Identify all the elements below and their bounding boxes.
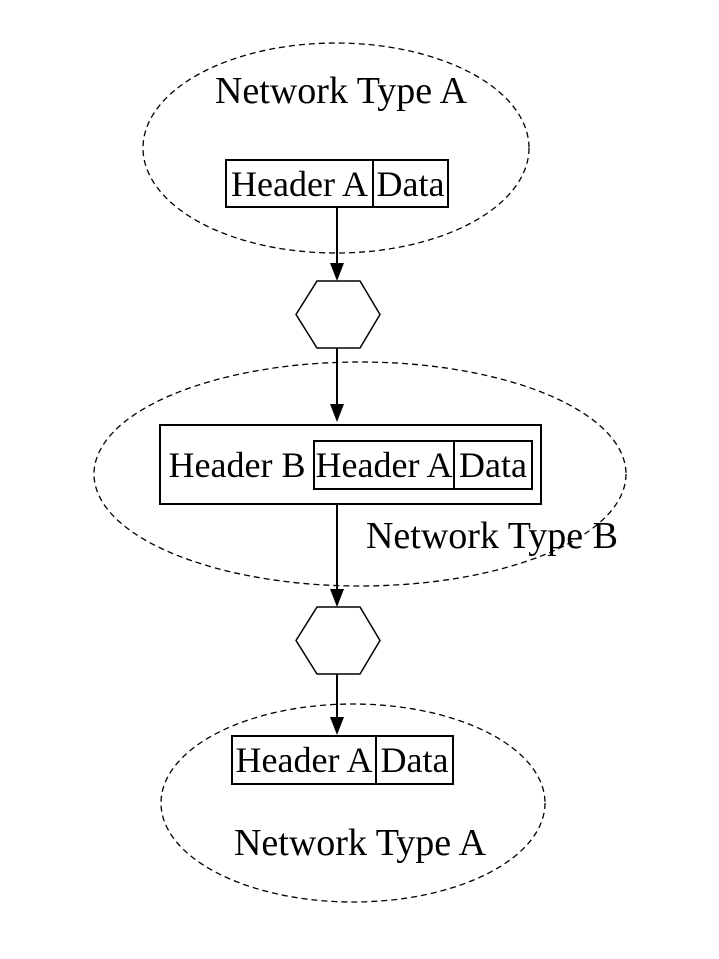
packet-cell-header-a: Header A: [315, 442, 455, 488]
packet-cell-data: Data: [376, 163, 445, 204]
arrow-2-head-icon: [330, 404, 344, 422]
arrow-4-head-icon: [330, 717, 344, 735]
packet-box-top: Header A Data: [225, 159, 449, 208]
packet-box-bottom: Header A Data: [231, 735, 454, 785]
arrow-1-head-icon: [330, 263, 344, 281]
packet-cell-data: Data: [459, 445, 527, 485]
arrow-3-head-icon: [330, 589, 344, 607]
packet-cell-header-b: Header B: [168, 444, 306, 485]
packet-box-middle-outer: Header B Header A Data: [159, 424, 542, 505]
network-a-top-ellipse: [142, 42, 530, 254]
network-label-bottom: Network Type A: [233, 822, 487, 864]
network-a-bottom-ellipse: [160, 703, 546, 903]
router-hexagon-icon: [295, 606, 381, 675]
network-label-middle: Network Type B: [365, 515, 619, 557]
network-label-top: Network Type A: [214, 70, 468, 112]
packet-box-middle-inner: Header A Data: [313, 440, 533, 490]
network-b-ellipse: [93, 361, 627, 587]
packet-cell-header-a: Header A: [227, 161, 374, 206]
packet-cell-data: Data: [380, 740, 449, 780]
packet-cell-header-a: Header A: [233, 737, 377, 783]
router-hexagon-icon: [295, 280, 381, 349]
